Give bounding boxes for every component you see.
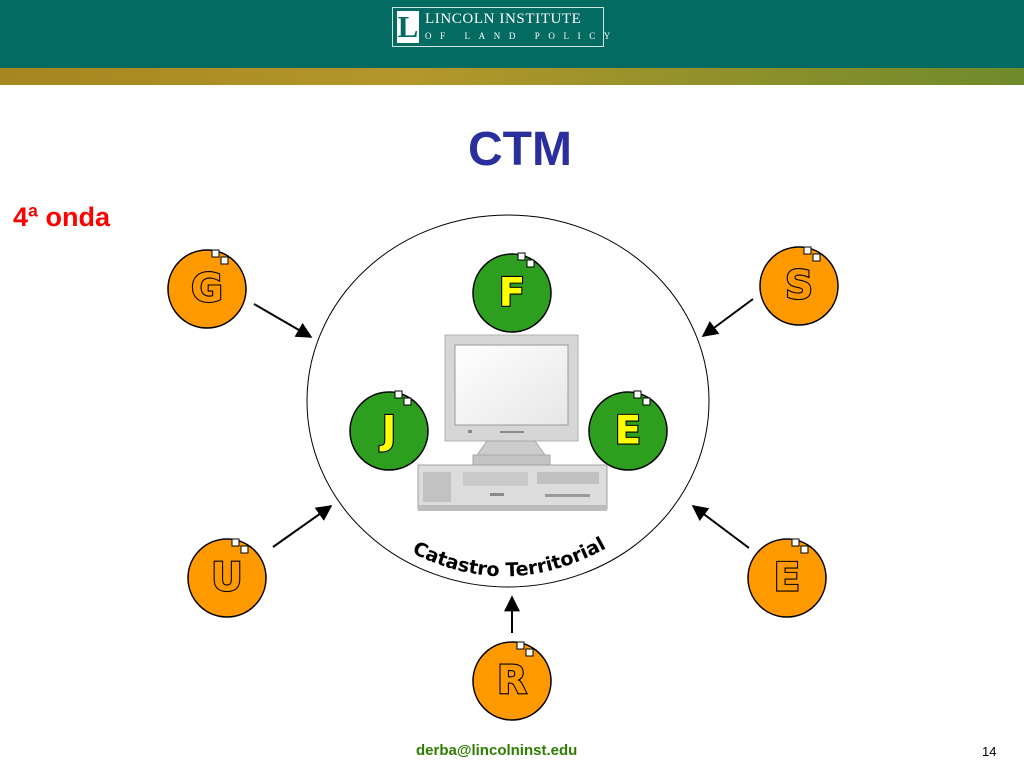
slide-title: CTM bbox=[468, 123, 572, 176]
node-j: J bbox=[349, 390, 429, 471]
node-u-letter: U bbox=[211, 556, 243, 601]
node-e-inner-squares-icon bbox=[633, 390, 642, 399]
node-g-circle bbox=[167, 249, 247, 329]
node-f-letter: F bbox=[499, 271, 526, 316]
center-label: Catastro Territorial bbox=[409, 533, 609, 581]
node-j-letter: J bbox=[379, 409, 397, 454]
node-e-inner-letter: E bbox=[615, 409, 642, 454]
node-r-circle bbox=[472, 641, 552, 721]
header-band bbox=[0, 0, 1024, 68]
node-s: S bbox=[759, 246, 839, 326]
node-u-circle bbox=[187, 538, 267, 618]
logo-line-1: LINCOLN INSTITUTE bbox=[425, 11, 582, 27]
node-f-circle bbox=[472, 253, 552, 333]
page-number: 14 bbox=[982, 744, 997, 759]
node-g: G bbox=[167, 249, 247, 329]
node-e-outer-circle bbox=[747, 538, 827, 618]
logo-letter: L bbox=[397, 9, 419, 44]
node-u-squares-icon bbox=[231, 538, 240, 547]
arrow-e-to-center bbox=[691, 505, 750, 549]
node-r: R bbox=[472, 641, 552, 721]
catastro-boundary-circle bbox=[306, 214, 710, 588]
arrow-u-to-center bbox=[272, 505, 333, 548]
computer-icon bbox=[417, 334, 608, 511]
arrow-s-to-center bbox=[701, 298, 754, 337]
node-s-circle bbox=[759, 246, 839, 326]
node-g-letter: G bbox=[191, 267, 223, 312]
node-g-squares-icon bbox=[211, 249, 220, 258]
footer-email-link[interactable]: derba@lincolninst.edu bbox=[416, 742, 578, 759]
node-e-outer-squares-icon bbox=[791, 538, 800, 547]
node-e-inner: E bbox=[588, 390, 668, 471]
logo-line-2: OF LAND POLICY bbox=[425, 31, 619, 41]
node-r-letter: R bbox=[497, 659, 527, 704]
node-e-outer: E bbox=[747, 538, 827, 618]
node-s-letter: S bbox=[785, 264, 813, 309]
node-u: U bbox=[187, 538, 267, 618]
node-f: F bbox=[472, 252, 552, 333]
node-s-squares-icon bbox=[803, 246, 812, 255]
header-accent-stripe bbox=[0, 68, 1024, 85]
node-j-circle bbox=[349, 391, 429, 471]
node-e-outer-letter: E bbox=[774, 556, 801, 601]
node-r-squares-icon bbox=[516, 641, 525, 650]
arrow-g-to-center bbox=[253, 303, 313, 338]
node-e-inner-circle bbox=[588, 391, 668, 471]
node-j-squares-icon bbox=[394, 390, 403, 399]
lincoln-institute-logo: L LINCOLN INSTITUTE OF LAND POLICY bbox=[392, 7, 610, 47]
slide-subtitle: 4ª onda bbox=[13, 202, 111, 232]
node-f-squares-icon bbox=[517, 252, 526, 261]
